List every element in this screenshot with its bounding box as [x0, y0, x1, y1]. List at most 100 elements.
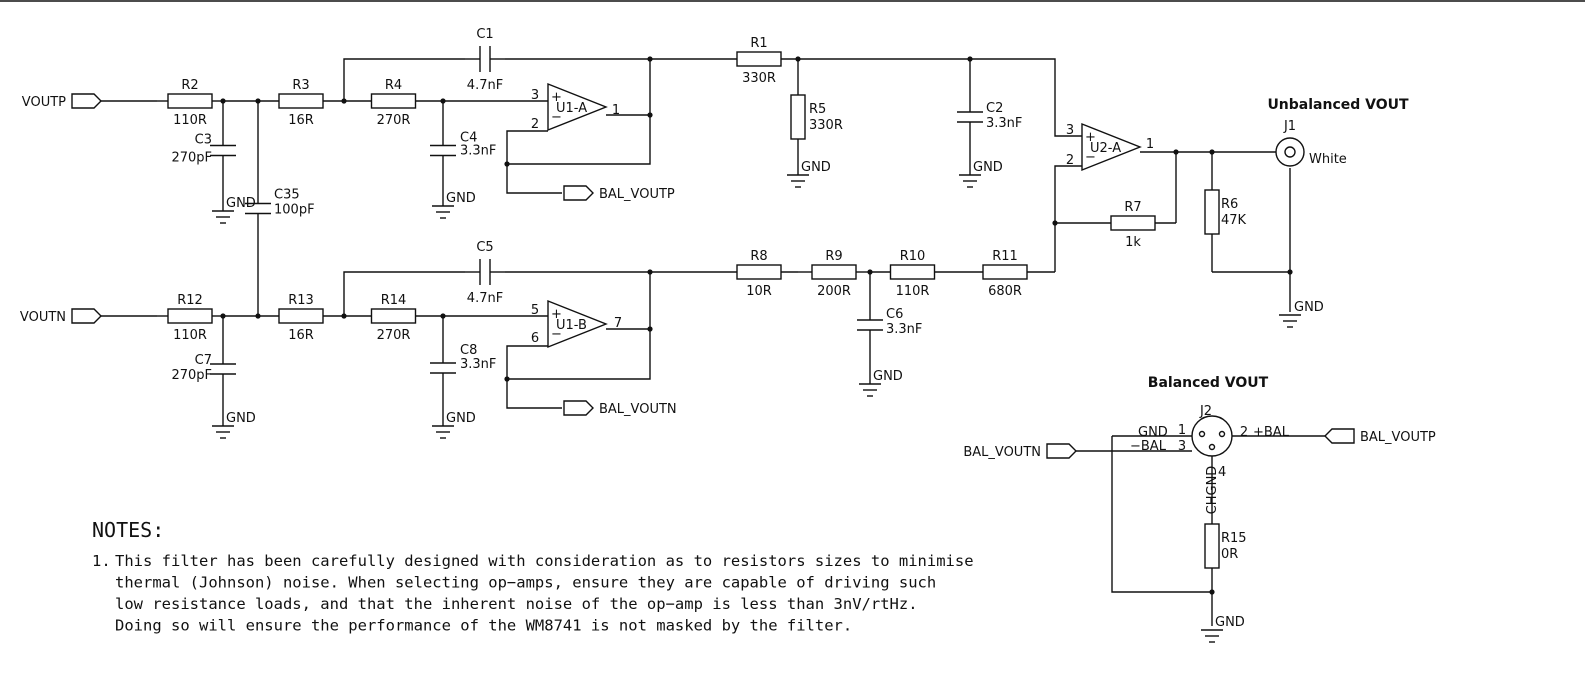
resistor-ref-R9: R9 [825, 249, 842, 264]
xlr-pin [1218, 430, 1226, 438]
resistor-R8 [736, 264, 782, 280]
opamp-ref: U1-A [556, 101, 587, 116]
resistor-value-R14: 270R [377, 328, 411, 343]
j2-pin4-number: 4 [1218, 465, 1226, 480]
j2-pin1-number: 1 [1178, 423, 1186, 438]
j2-pin4-name: CHGND [1205, 466, 1220, 515]
opamp-U1A [547, 82, 608, 132]
capacitor-ref-C6: C6 [886, 307, 903, 322]
net-port [71, 308, 102, 324]
opamp-ref: U1-B [556, 318, 587, 333]
net-port [563, 400, 594, 416]
wire [343, 271, 465, 316]
resistor-R3 [278, 93, 324, 109]
junction-dot [647, 326, 653, 332]
resistor-R7 [1110, 215, 1156, 231]
notes-line: low resistance loads, and that the inher… [115, 595, 918, 613]
capacitor-value-C4: 3.3nF [460, 144, 496, 159]
resistor-ref-R12: R12 [177, 293, 203, 308]
capacitor-value-C7: 270pF [171, 368, 212, 383]
resistor-ref-R4: R4 [385, 78, 402, 93]
resistor-value-R5: 330R [809, 118, 843, 133]
net-port-label: BAL_VOUTP [599, 187, 675, 202]
net-port-label: BAL_VOUTN [963, 445, 1041, 460]
j2-pin2-number: 2 [1240, 425, 1248, 440]
resistor-value-R2: 110R [173, 113, 207, 128]
circuit-drawing [71, 46, 1355, 643]
net-port [1324, 428, 1355, 444]
capacitor-ref-C8: C8 [460, 343, 477, 358]
ground-label: GND [226, 196, 256, 211]
resistor-value-R3: 16R [288, 113, 314, 128]
ground-label: GND [446, 191, 476, 206]
opamp-minus-sign: − [551, 110, 562, 125]
opamp-minus-sign: − [1085, 150, 1096, 165]
j2-pin3-name: −BAL [1130, 439, 1167, 454]
resistor-value-R9: 200R [817, 284, 851, 299]
j2-pin3-number: 3 [1178, 439, 1186, 454]
resistor-ref-R5: R5 [809, 102, 826, 117]
wire [506, 130, 562, 194]
jack-label-white: White [1309, 152, 1347, 167]
opamp-U1B [547, 299, 608, 349]
unbalanced-vout-title: Unbalanced VOUT [1267, 97, 1409, 113]
ground-label: GND [801, 160, 831, 175]
notes-line: This filter has been carefully designed … [115, 552, 974, 570]
capacitor-ref-C35: C35 [274, 188, 300, 203]
resistor-R15 [1204, 523, 1220, 569]
ground-label: GND [1294, 300, 1324, 315]
notes-line: Doing so will ensure the performance of … [115, 617, 852, 635]
wire [507, 328, 651, 380]
capacitor-ref-C5: C5 [476, 240, 493, 255]
pin-number: 1 [612, 103, 620, 118]
ground-label: GND [973, 160, 1003, 175]
resistor-ref-R11: R11 [992, 249, 1018, 264]
balanced-vout-title: Balanced VOUT [1148, 375, 1269, 391]
resistor-R12 [167, 308, 213, 324]
resistor-value-R6: 47K [1221, 213, 1247, 228]
resistor-R9 [811, 264, 857, 280]
net-port-label: VOUTP [22, 95, 66, 110]
resistor-value-R8: 10R [746, 284, 772, 299]
resistor-value-R12: 110R [173, 328, 207, 343]
capacitor-value-C6: 3.3nF [886, 322, 922, 337]
rca-jack-center [1284, 146, 1296, 158]
resistor-R1 [736, 51, 782, 67]
ground-label: GND [1215, 615, 1245, 630]
net-port-label: VOUTN [20, 310, 66, 325]
resistor-ref-R13: R13 [288, 293, 314, 308]
resistor-R13 [278, 308, 324, 324]
resistor-value-R4: 270R [377, 113, 411, 128]
net-port [563, 185, 594, 201]
j2-pin1-name: GND [1138, 425, 1168, 440]
net-port [1046, 443, 1077, 459]
wire [343, 58, 465, 101]
resistor-R6 [1204, 189, 1220, 235]
pin-number: 3 [531, 88, 539, 103]
net-port-label: BAL_VOUTP [1360, 430, 1436, 445]
resistor-ref-R15: R15 [1221, 531, 1247, 546]
ground-label: GND [226, 411, 256, 426]
wire [1140, 151, 1177, 223]
capacitor-ref-C1: C1 [476, 27, 493, 42]
wire [506, 345, 562, 409]
notes-title: NOTES: [92, 518, 164, 542]
resistor-value-R15: 0R [1221, 547, 1238, 562]
resistor-R4 [370, 93, 417, 109]
resistor-ref-R7: R7 [1124, 200, 1141, 215]
pin-number: 6 [531, 331, 539, 346]
resistor-ref-R3: R3 [292, 78, 309, 93]
capacitor-value-C3: 270pF [171, 151, 212, 166]
xlr-pin [1198, 430, 1206, 438]
resistor-value-R7: 1k [1125, 235, 1141, 250]
wire [798, 58, 1082, 137]
resistor-ref-R8: R8 [750, 249, 767, 264]
resistor-R5 [790, 94, 806, 140]
resistor-value-R10: 110R [896, 284, 930, 299]
ground-label: GND [873, 369, 903, 384]
pin-number: 3 [1066, 123, 1074, 138]
ground-label: GND [446, 411, 476, 426]
opamp-plus-sign: + [551, 307, 562, 322]
opamp-plus-sign: + [551, 90, 562, 105]
